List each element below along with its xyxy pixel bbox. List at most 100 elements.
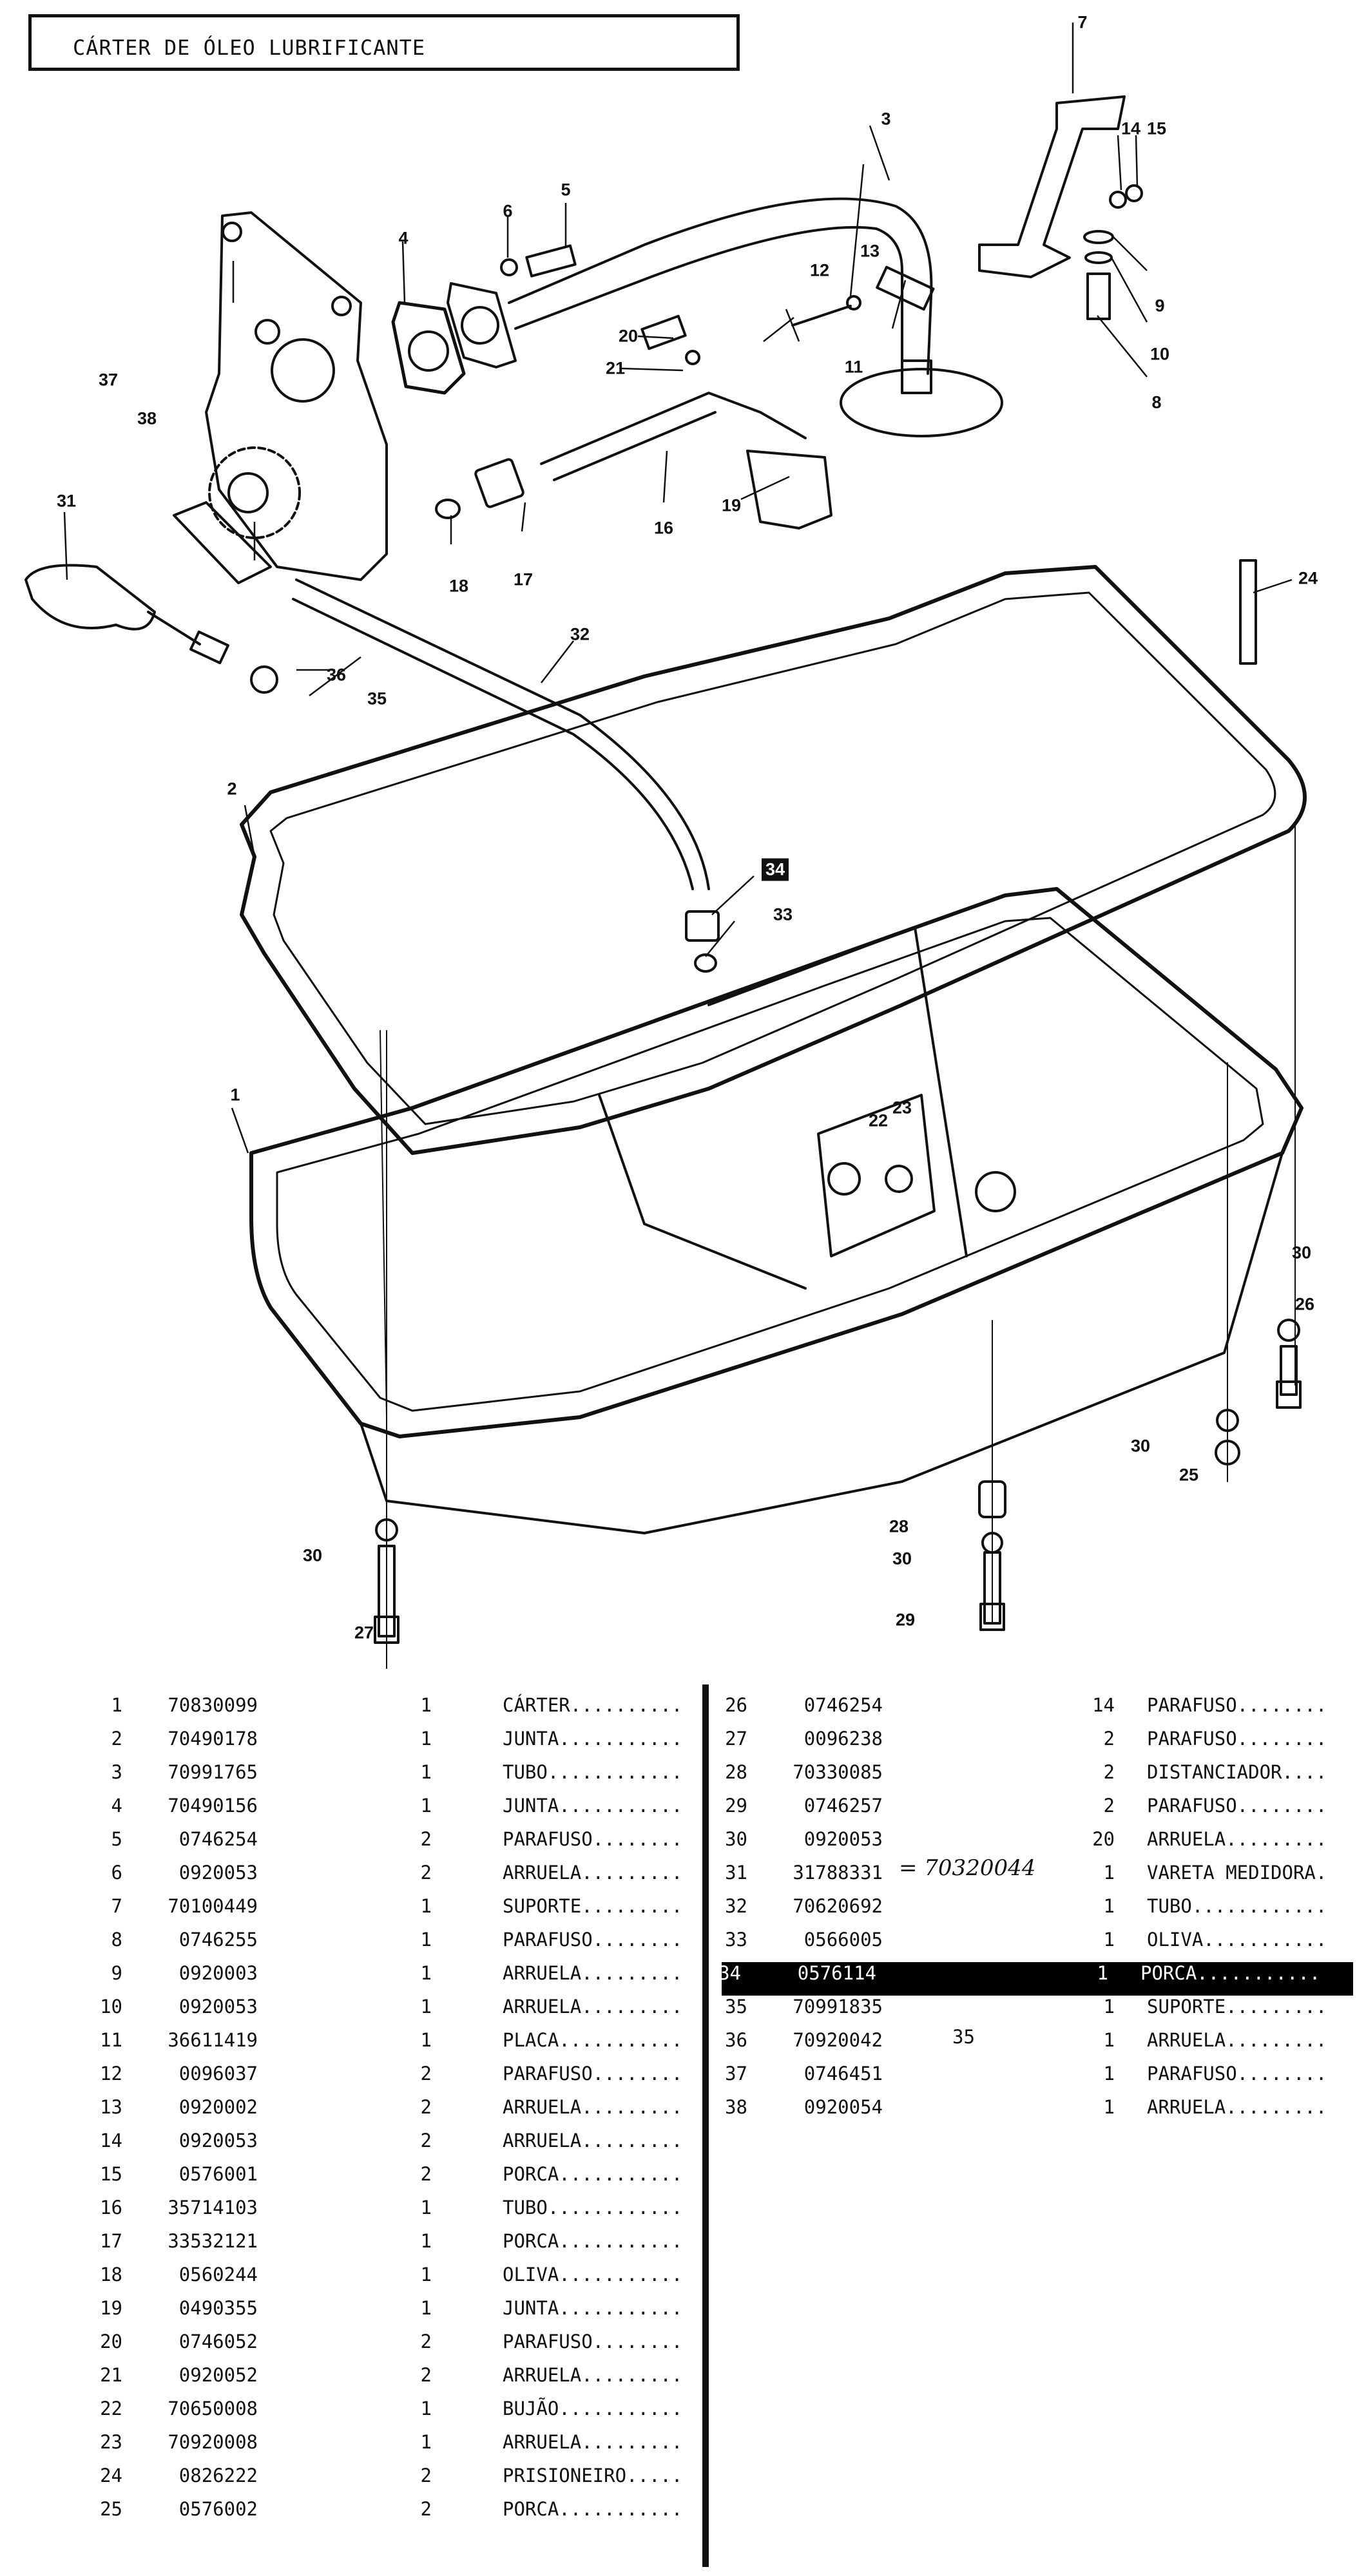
callout-30: 30 [302, 1545, 323, 1565]
quantity: 1 [1103, 2029, 1115, 2051]
description: JUNTA........... [503, 2297, 683, 2319]
quantity: 1 [420, 2297, 432, 2319]
quantity: 1 [420, 1929, 432, 1951]
part-number: 0576114 [797, 1962, 876, 1984]
item-number: 6 [111, 1862, 122, 1884]
olive-33 [694, 953, 717, 973]
callout-14: 14 [1121, 119, 1141, 138]
item-number: 1 [111, 1694, 122, 1716]
part-number: 70490178 [168, 1728, 258, 1750]
part-number: 70330085 [793, 1761, 883, 1783]
bolt-26 [1280, 1345, 1298, 1396]
description: OLIVA........... [1147, 1929, 1327, 1951]
quantity: 2 [420, 2163, 432, 2185]
item-number: 29 [725, 1795, 747, 1817]
description: ARRUELA......... [1147, 1828, 1327, 1850]
handwritten-part-note: = 70320044 [899, 1855, 1036, 1881]
description: PARAFUSO........ [1147, 1694, 1327, 1716]
part-number: 31788331 [793, 1862, 883, 1884]
item-number: 22 [100, 2398, 122, 2419]
quantity: 2 [1103, 1728, 1115, 1750]
callout-30: 30 [892, 1549, 912, 1569]
quantity: 2 [420, 1828, 432, 1850]
callout-26: 26 [1294, 1294, 1315, 1314]
item-number: 28 [725, 1761, 747, 1783]
oil-pan-gasket-2 [240, 565, 1307, 1155]
spacer-28 [978, 1480, 1006, 1518]
callout-6: 6 [503, 201, 513, 221]
part-number: 0576001 [178, 2163, 258, 2185]
drain-plug-panel [817, 1094, 936, 1257]
description: ARRUELA......... [503, 2130, 683, 2151]
part-number: 0920053 [178, 2130, 258, 2151]
part-number: 0746257 [803, 1795, 883, 1817]
callout-30: 30 [1130, 1436, 1151, 1456]
description: TUBO............ [503, 2197, 683, 2218]
drain-plug-22 [827, 1162, 861, 1196]
part-number: 0490355 [178, 2297, 258, 2319]
description: PARAFUSO........ [503, 2331, 683, 2352]
part-number: 0920053 [178, 1996, 258, 2018]
quantity: 2 [420, 2096, 432, 2118]
callout-20: 20 [618, 326, 639, 346]
quantity: 20 [1092, 1828, 1115, 1850]
gasket-4 [391, 301, 466, 395]
callout-22: 22 [868, 1111, 889, 1131]
item-number: 17 [100, 2230, 122, 2252]
part-number: 70100449 [168, 1895, 258, 1917]
bracket-7 [978, 95, 1126, 278]
page-title: CÁRTER DE ÓLEO LUBRIFICANTE [73, 35, 426, 60]
description: PORCA........... [503, 2498, 683, 2520]
description: CÁRTER.......... [503, 1694, 683, 1716]
callout-32: 32 [570, 624, 590, 644]
description: ARRUELA......... [503, 2364, 683, 2386]
callout-5: 5 [561, 180, 571, 200]
item-number: 12 [100, 2063, 122, 2085]
description: BUJÃO........... [503, 2398, 683, 2419]
description: ARRUELA......... [1147, 2029, 1327, 2051]
description: PORCA........... [503, 2163, 683, 2185]
description: PORCA........... [1140, 1962, 1321, 1984]
callout-31: 31 [56, 491, 77, 511]
part-number: 70920008 [168, 2431, 258, 2453]
callout-1: 1 [230, 1085, 240, 1105]
part-number: 0566005 [803, 1929, 883, 1951]
part-number: 0920003 [178, 1962, 258, 1984]
item-number: 36 [725, 2029, 747, 2051]
item-number: 5 [111, 1828, 122, 1850]
item-number: 8 [111, 1929, 122, 1951]
description: ARRUELA......... [503, 1862, 683, 1884]
description: PLACA........... [503, 2029, 683, 2051]
bolt-29 [983, 1551, 1001, 1625]
part-number: 0920052 [178, 2364, 258, 2386]
quantity: 1 [1103, 1862, 1115, 1884]
part-number: 70650008 [168, 2398, 258, 2419]
part-number: 0746052 [178, 2331, 258, 2352]
stray-number: 35 [952, 2026, 975, 2048]
oil-pump-port [255, 319, 280, 345]
callout-8: 8 [1151, 392, 1162, 412]
quantity: 1 [420, 2264, 432, 2285]
stud-24 [1239, 559, 1257, 665]
part-number: 0560244 [178, 2264, 258, 2285]
oil-pump-hole [331, 296, 352, 316]
callout-10: 10 [1150, 344, 1170, 364]
description: ARRUELA......... [503, 1962, 683, 1984]
callout-33: 33 [773, 904, 793, 924]
part-number: 70830099 [168, 1694, 258, 1716]
item-number: 4 [111, 1795, 122, 1817]
